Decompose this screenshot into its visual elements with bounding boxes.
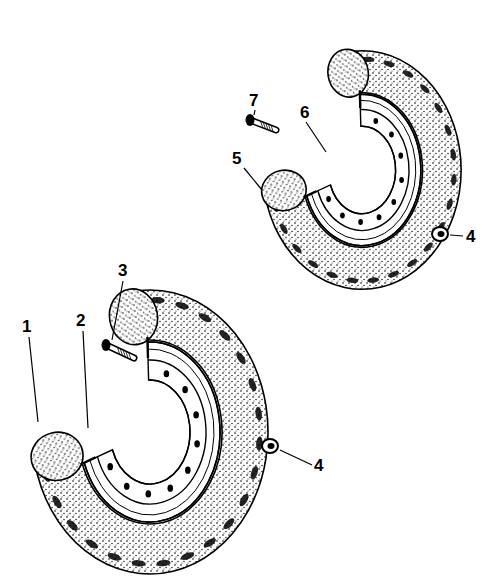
section-face — [26, 427, 88, 486]
tread-block — [419, 83, 431, 95]
tire-half — [258, 46, 462, 289]
bolt-hole — [185, 467, 191, 474]
wheel-rim — [307, 94, 421, 245]
callout-number: 2 — [76, 312, 85, 329]
rim-flange — [146, 337, 149, 358]
tread-block — [65, 518, 79, 532]
rim-line — [112, 380, 190, 484]
bolt-hole — [164, 370, 170, 377]
leader-line — [244, 168, 262, 190]
tread-block — [202, 536, 217, 549]
tread-block — [238, 492, 251, 507]
leader-line — [29, 337, 38, 422]
leader-line — [112, 281, 123, 340]
tread-block — [291, 242, 303, 254]
bolt-hole — [194, 440, 200, 447]
callout-number: 1 — [22, 318, 31, 335]
bolt-hole — [399, 177, 404, 183]
leader-lines — [29, 110, 463, 465]
bolt-hole — [326, 196, 331, 202]
tread-block — [307, 259, 320, 270]
tread-block — [326, 270, 339, 279]
tread-block — [278, 222, 289, 235]
rim-flange — [304, 191, 317, 197]
bolt — [246, 114, 277, 132]
tread-block — [383, 60, 396, 69]
callout-number: 5 — [232, 150, 241, 167]
hardware — [102, 114, 449, 453]
section-face — [258, 166, 311, 215]
bolt-hole — [398, 153, 403, 159]
tread-block — [402, 69, 415, 80]
leader-line — [306, 122, 326, 152]
bolt-hole — [167, 485, 173, 492]
tread-block — [445, 198, 454, 211]
tread-block — [156, 559, 171, 567]
callout-number: 3 — [118, 262, 127, 279]
tire-halves — [26, 46, 461, 574]
tread-block — [406, 258, 419, 269]
tread-block — [433, 102, 444, 115]
tread-block — [367, 277, 379, 284]
tread-block — [197, 311, 212, 324]
tread-block — [180, 551, 195, 562]
wheel-rim — [84, 342, 220, 522]
rim-line — [90, 349, 214, 515]
bolt-hole — [193, 411, 199, 418]
callout-number: 4 — [466, 228, 475, 245]
bolt-hole — [377, 214, 382, 220]
section-face — [105, 285, 161, 348]
tread-block — [84, 538, 99, 551]
tread-block — [174, 301, 189, 311]
bolt — [102, 339, 135, 359]
callout-number: 4 — [314, 457, 323, 474]
tread-block — [422, 241, 434, 253]
leader-line — [83, 331, 88, 428]
rim-line — [330, 126, 395, 213]
tire-half — [26, 285, 268, 574]
rim-line — [311, 100, 415, 239]
bolt-hole — [146, 490, 152, 497]
nut — [432, 227, 448, 241]
tread-block — [249, 465, 259, 480]
bolt-hole — [358, 219, 363, 225]
tread-block — [255, 406, 263, 421]
tread-block — [222, 516, 236, 531]
tread-block — [234, 351, 247, 366]
nut — [262, 439, 278, 453]
section-face — [324, 46, 371, 100]
tread-block — [247, 377, 258, 392]
tread-block — [451, 174, 457, 186]
tread-block — [443, 124, 452, 137]
rim-line — [307, 94, 421, 245]
bolt-hole — [182, 386, 188, 393]
tread-block — [107, 552, 122, 563]
rim-line — [84, 342, 220, 522]
rim-flange — [80, 457, 95, 464]
tread-block — [218, 328, 233, 342]
leader-line — [280, 450, 312, 465]
tread-block — [346, 277, 358, 284]
leader-line — [254, 110, 255, 115]
rim-flange — [359, 90, 362, 108]
tread-block — [131, 559, 146, 567]
bolt-hole — [107, 463, 113, 470]
rim-line — [97, 360, 206, 504]
rim-line — [318, 110, 409, 231]
leader-line — [450, 235, 463, 236]
bolt-hole — [389, 131, 394, 137]
callout-number: 7 — [249, 92, 258, 109]
tread-block — [450, 148, 457, 160]
bolt-hole — [340, 213, 345, 219]
bolt-hole — [373, 118, 378, 124]
tread-block — [51, 494, 64, 509]
tread-block — [387, 270, 400, 279]
bolt-hole — [391, 199, 396, 205]
bolt-hole — [124, 483, 130, 490]
callout-number: 6 — [300, 104, 309, 121]
